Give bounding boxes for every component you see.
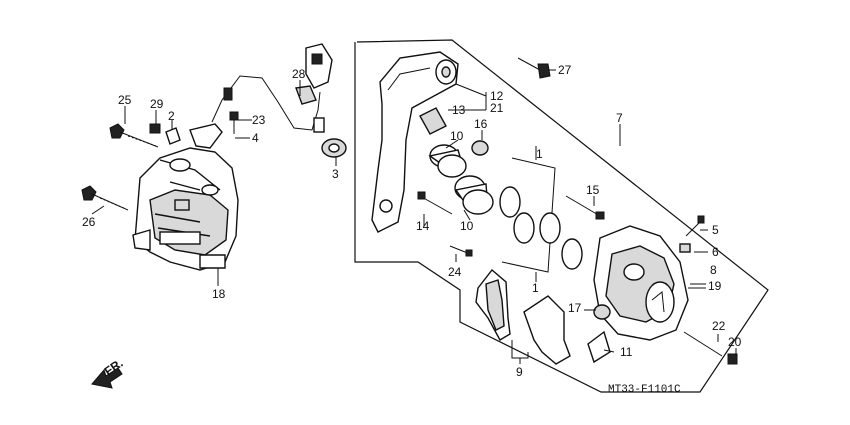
callout-23: 23 (252, 113, 266, 127)
pad-9-rear (523, 295, 571, 365)
callout-16: 16 (474, 117, 488, 131)
caliper-bracket (371, 51, 459, 233)
callout-26: 26 (82, 215, 96, 229)
leader-lines (91, 69, 737, 364)
callout-19: 19 (708, 279, 722, 293)
callout-20: 20 (728, 335, 742, 349)
callout-labels: 1 1 2 3 4 5 6 7 8 9 10 10 11 12 13 14 15… (82, 63, 742, 379)
callout-18: 18 (212, 287, 226, 301)
callout-25: 25 (118, 93, 132, 107)
callout-4: 4 (252, 131, 259, 145)
nut-29 (149, 123, 161, 134)
callout-3: 3 (332, 167, 339, 181)
boot-13 (419, 107, 447, 135)
pin-22 (683, 331, 723, 357)
nut-20 (727, 353, 738, 365)
piston-10-upper (428, 144, 467, 178)
callout-7: 7 (616, 111, 623, 125)
bleeder-5 (685, 215, 705, 237)
diagram-code: MT33-F1101C (608, 384, 681, 396)
caliper-body (593, 225, 689, 341)
bolt-23 (229, 111, 239, 134)
spring-11 (587, 330, 611, 364)
assembly-frame (354, 39, 769, 393)
bolt-26 (81, 185, 129, 211)
seals-1 (499, 157, 583, 273)
callout-28: 28 (292, 67, 306, 81)
callout-5: 5 (712, 223, 719, 237)
clip-2 (165, 127, 181, 145)
bolt-25 (109, 123, 159, 148)
callout-8: 8 (710, 263, 717, 277)
sensor-cable (189, 75, 325, 149)
piston-10-lower (454, 175, 494, 215)
connector-28 (295, 43, 333, 105)
callout-29: 29 (150, 97, 164, 111)
boot-17 (593, 304, 611, 320)
pin-15 (565, 195, 605, 220)
callout-2: 2 (168, 109, 175, 123)
front-direction-arrow (91, 367, 123, 389)
assembled-caliper (132, 147, 239, 271)
callout-15: 15 (586, 183, 600, 197)
grommet-3 (321, 138, 347, 158)
callout-10-lower: 10 (460, 219, 474, 233)
cap-6 (679, 243, 691, 253)
pin-14 (417, 191, 453, 215)
bolt-27 (517, 57, 551, 79)
cap-16 (471, 140, 489, 156)
callout-1-bottom: 1 (532, 281, 539, 295)
callout-9: 9 (516, 365, 523, 379)
callout-27: 27 (558, 63, 572, 77)
callout-21: 21 (490, 101, 504, 115)
bolt-24 (449, 245, 473, 257)
callout-24: 24 (448, 265, 462, 279)
callout-13: 13 (452, 103, 466, 117)
callout-1-top: 1 (536, 147, 543, 161)
callout-10-upper: 10 (450, 129, 464, 143)
callout-14: 14 (416, 219, 430, 233)
callout-12: 12 (490, 89, 504, 103)
callout-17: 17 (568, 301, 582, 315)
callout-22: 22 (712, 319, 726, 333)
pad-9-front (475, 268, 511, 341)
callout-11: 11 (620, 345, 633, 359)
callout-6: 6 (712, 245, 719, 259)
